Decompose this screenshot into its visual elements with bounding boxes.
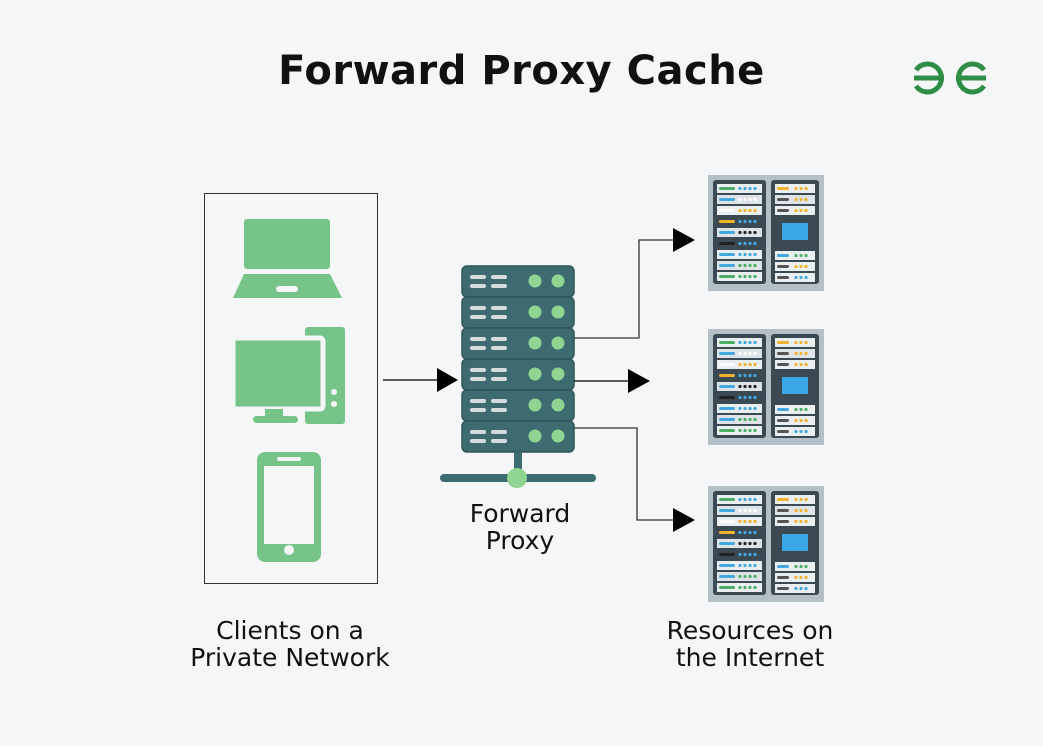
arrow-proxy-to-resource-1 bbox=[574, 228, 695, 339]
clients-label-line1: Clients on a bbox=[216, 616, 364, 645]
smartphone-icon bbox=[257, 452, 321, 562]
arrow-proxy-to-resource-3 bbox=[574, 427, 695, 532]
proxy-server-unit bbox=[461, 265, 575, 298]
laptop-icon bbox=[233, 219, 342, 298]
server-rack-icon bbox=[708, 175, 824, 291]
geeksforgeeks-logo-icon bbox=[910, 58, 990, 102]
proxy-label-line2: Proxy bbox=[485, 526, 555, 555]
proxy-server-unit bbox=[461, 327, 575, 360]
proxy-server-unit bbox=[461, 389, 575, 422]
proxy-label-line1: Forward bbox=[469, 499, 571, 528]
server-rack-icon bbox=[708, 486, 824, 602]
resources-label-line1: Resources on bbox=[666, 616, 834, 645]
clients-group-box bbox=[204, 193, 378, 584]
proxy-server-unit bbox=[461, 420, 575, 453]
page-title: Forward Proxy Cache bbox=[278, 48, 765, 94]
desktop-computer-icon bbox=[230, 327, 345, 424]
proxy-server-unit bbox=[461, 296, 575, 329]
proxy-label: Forward Proxy bbox=[420, 500, 620, 554]
resources-label-line2: the Internet bbox=[675, 643, 825, 672]
clients-label: Clients on a Private Network bbox=[170, 617, 410, 671]
arrow-proxy-to-resource-2 bbox=[574, 369, 650, 393]
clients-label-line2: Private Network bbox=[190, 643, 390, 672]
arrow-clients-to-proxy bbox=[383, 368, 458, 392]
server-rack-icon bbox=[708, 329, 824, 445]
resources-label: Resources on the Internet bbox=[630, 617, 870, 671]
proxy-server-unit bbox=[461, 358, 575, 391]
proxy-server-icon bbox=[440, 265, 596, 488]
